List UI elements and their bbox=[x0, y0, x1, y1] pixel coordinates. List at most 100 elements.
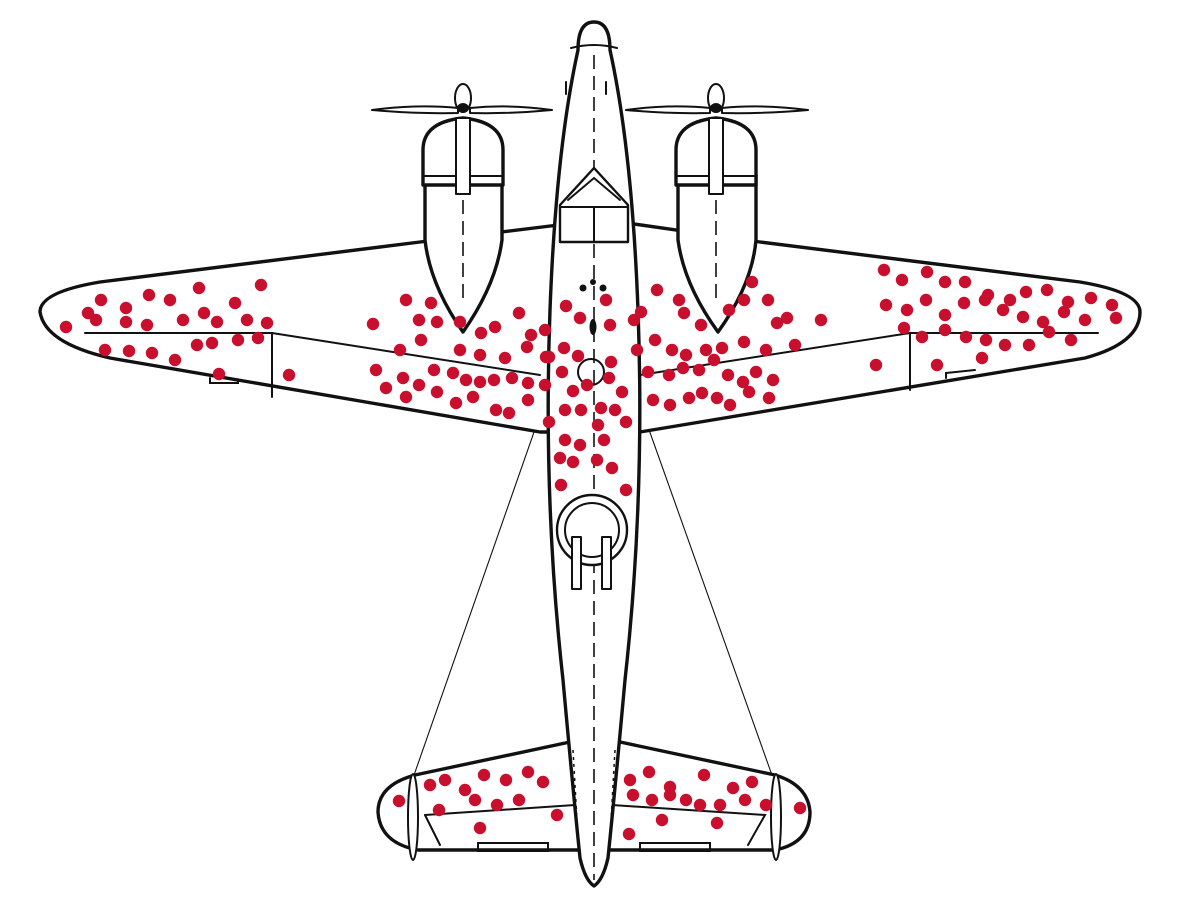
bullet-hole-marker bbox=[1078, 313, 1092, 327]
bullet-hole-marker bbox=[897, 321, 911, 335]
bullet-hole-marker bbox=[761, 293, 775, 307]
bullet-hole-marker bbox=[663, 398, 677, 412]
bullet-hole-marker bbox=[399, 293, 413, 307]
bullet-hole-marker bbox=[957, 296, 971, 310]
bullet-hole-marker bbox=[759, 798, 773, 812]
bullet-hole-marker bbox=[473, 821, 487, 835]
bullet-hole-marker bbox=[254, 278, 268, 292]
bullet-hole-marker bbox=[710, 816, 724, 830]
bullet-hole-marker bbox=[762, 391, 776, 405]
bullet-hole-marker bbox=[1036, 315, 1050, 329]
bullet-hole-marker bbox=[427, 363, 441, 377]
bullet-hole-marker bbox=[958, 275, 972, 289]
bullet-hole-marker bbox=[119, 301, 133, 315]
bullet-hole-marker bbox=[672, 293, 686, 307]
bullet-hole-marker bbox=[580, 378, 594, 392]
bullet-hole-marker bbox=[590, 453, 604, 467]
bullet-hole-marker bbox=[468, 793, 482, 807]
bullet-hole-marker bbox=[197, 306, 211, 320]
bullet-hole-marker bbox=[877, 263, 891, 277]
bullet-hole-marker bbox=[919, 293, 933, 307]
bullet-hole-marker bbox=[602, 371, 616, 385]
bullet-hole-marker bbox=[558, 403, 572, 417]
bullet-hole-marker bbox=[557, 341, 571, 355]
bullet-hole-marker bbox=[1064, 333, 1078, 347]
bullet-hole-marker bbox=[695, 386, 709, 400]
bullet-hole-marker bbox=[399, 390, 413, 404]
bullet-hole-marker bbox=[550, 808, 564, 822]
bullet-hole-marker bbox=[642, 765, 656, 779]
bullet-hole-marker bbox=[228, 296, 242, 310]
bullet-hole-marker bbox=[599, 293, 613, 307]
bullet-hole-marker bbox=[574, 403, 588, 417]
bullet-hole-marker bbox=[424, 296, 438, 310]
bullet-hole-marker bbox=[521, 376, 535, 390]
bullet-hole-marker bbox=[1109, 311, 1123, 325]
bullet-hole-marker bbox=[474, 326, 488, 340]
bullet-hole-marker bbox=[663, 788, 677, 802]
bullet-hole-marker bbox=[723, 398, 737, 412]
bullet-hole-marker bbox=[615, 385, 629, 399]
bullet-hole-marker bbox=[623, 773, 637, 787]
bullet-hole-marker bbox=[538, 323, 552, 337]
bullet-hole-marker bbox=[414, 333, 428, 347]
bullet-hole-marker bbox=[521, 393, 535, 407]
bullet-hole-marker bbox=[190, 338, 204, 352]
propeller-icon bbox=[371, 83, 553, 115]
bullet-hole-marker bbox=[594, 401, 608, 415]
bullet-hole-marker bbox=[676, 361, 690, 375]
bullet-hole-marker bbox=[446, 366, 460, 380]
bullet-hole-marker bbox=[634, 305, 648, 319]
bullet-hole-marker bbox=[432, 803, 446, 817]
bullet-hole-marker bbox=[738, 793, 752, 807]
bullet-hole-marker bbox=[555, 365, 569, 379]
bullet-hole-marker bbox=[140, 318, 154, 332]
bullet-hole-marker bbox=[930, 358, 944, 372]
bullet-hole-marker bbox=[122, 344, 136, 358]
bullet-hole-marker bbox=[59, 320, 73, 334]
bullet-hole-marker bbox=[938, 275, 952, 289]
bullet-hole-marker bbox=[915, 330, 929, 344]
bullet-hole-marker bbox=[788, 338, 802, 352]
bullet-hole-marker bbox=[412, 378, 426, 392]
bullet-hole-marker bbox=[736, 375, 750, 389]
bullet-hole-marker bbox=[240, 313, 254, 327]
bullet-hole-marker bbox=[488, 320, 502, 334]
bullet-hole-marker bbox=[770, 316, 784, 330]
bullet-hole-marker bbox=[379, 381, 393, 395]
bullet-hole-marker bbox=[745, 775, 759, 789]
bullet-hole-marker bbox=[81, 306, 95, 320]
bullet-hole-marker bbox=[665, 343, 679, 357]
bullet-hole-marker bbox=[699, 343, 713, 357]
bullet-hole-marker bbox=[458, 783, 472, 797]
bullet-hole-marker bbox=[490, 798, 504, 812]
bullet-hole-marker bbox=[626, 788, 640, 802]
bullet-hole-marker bbox=[430, 315, 444, 329]
bullet-hole-marker bbox=[554, 478, 568, 492]
bullet-hole-marker bbox=[737, 335, 751, 349]
bullet-hole-marker bbox=[745, 275, 759, 289]
bullet-hole-marker bbox=[210, 315, 224, 329]
bullet-hole-marker bbox=[766, 373, 780, 387]
bullet-hole-marker bbox=[979, 333, 993, 347]
bullet-hole-marker bbox=[473, 375, 487, 389]
bullet-hole-marker bbox=[145, 346, 159, 360]
bullet-hole-marker bbox=[466, 390, 480, 404]
bullet-hole-marker bbox=[869, 358, 883, 372]
bullet-hole-marker bbox=[366, 317, 380, 331]
bullet-hole-marker bbox=[692, 363, 706, 377]
bullet-hole-marker bbox=[978, 293, 992, 307]
bullet-hole-marker bbox=[895, 273, 909, 287]
bullet-hole-marker bbox=[793, 801, 807, 815]
bullet-hole-marker bbox=[710, 391, 724, 405]
bullet-hole-marker bbox=[1040, 283, 1054, 297]
bullet-hole-marker bbox=[713, 798, 727, 812]
bullet-hole-marker bbox=[524, 328, 538, 342]
bullet-hole-marker bbox=[627, 313, 641, 327]
bullet-hole-marker bbox=[721, 368, 735, 382]
bullet-hole-marker bbox=[605, 461, 619, 475]
bullet-hole-marker bbox=[498, 351, 512, 365]
bullet-hole-marker bbox=[512, 793, 526, 807]
